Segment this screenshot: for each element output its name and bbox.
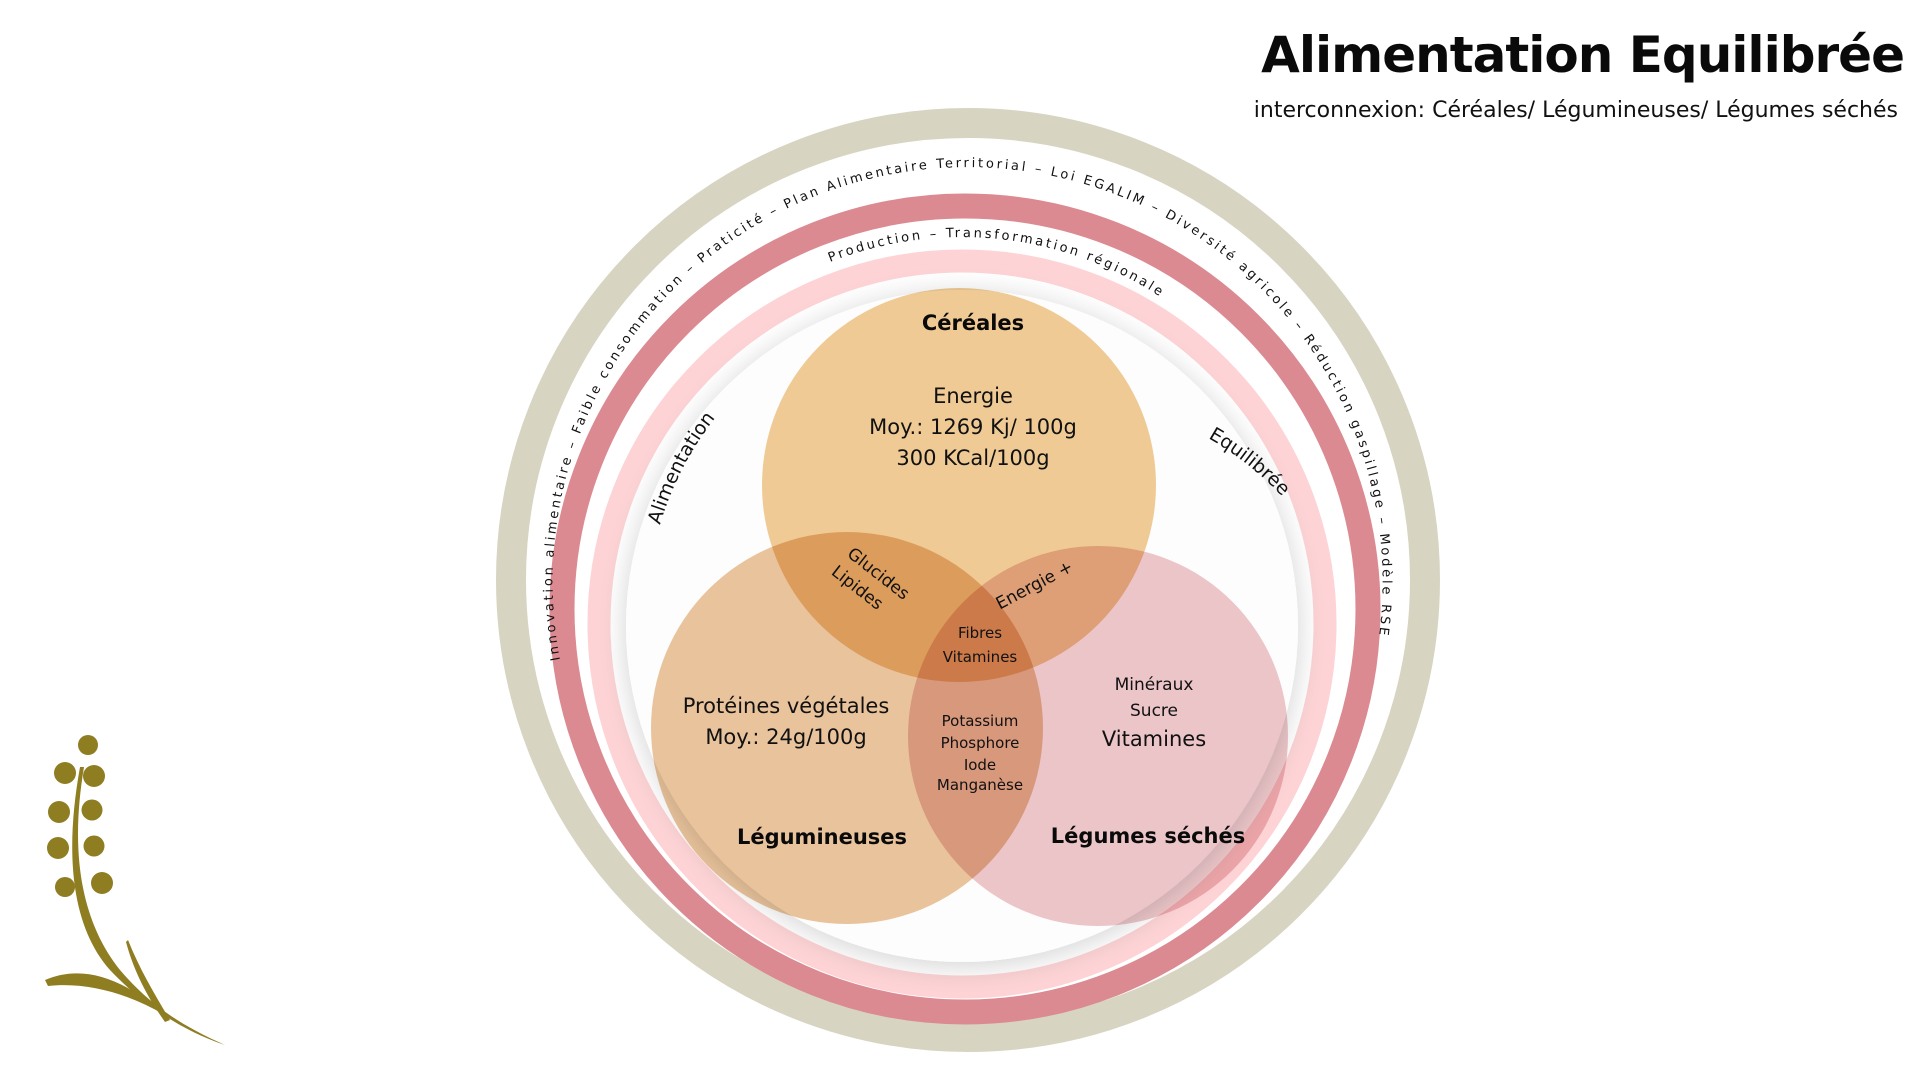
- legumineuses-line-1: Protéines végétales: [683, 694, 890, 718]
- legumineuses-line-2: Moy.: 24g/100g: [705, 725, 866, 749]
- sprig-icon: [45, 735, 225, 1045]
- legumes-seches-line-1: Minéraux: [1115, 675, 1194, 695]
- intersection-ls-line-1: Potassium: [942, 712, 1019, 730]
- sprig-illustration: [45, 735, 225, 1045]
- legumes-seches-title: Légumes séchés: [1051, 824, 1245, 848]
- legumes-seches-line-2: Sucre: [1130, 701, 1178, 721]
- page-title: Alimentation Equilibrée: [1261, 26, 1905, 84]
- page-subtitle: interconnexion: Céréales/ Légumineuses/ …: [1253, 98, 1898, 123]
- cereales-title: Céréales: [922, 311, 1024, 335]
- cereales-line-3: 300 KCal/100g: [896, 446, 1049, 470]
- middle-ring: [549, 193, 1381, 1025]
- intersection-ls-line-4: Manganèse: [937, 776, 1023, 794]
- intersection-ls-line-3: Iode: [964, 756, 996, 774]
- center-line-1: Fibres: [958, 624, 1002, 642]
- inner-ring: [587, 249, 1337, 999]
- legumes-seches-line-3: Vitamines: [1102, 727, 1206, 751]
- outer-ring: [496, 108, 1440, 1052]
- intersection-ls-line-2: Phosphore: [941, 734, 1020, 752]
- cereales-line-2: Moy.: 1269 Kj/ 100g: [869, 415, 1077, 439]
- legumineuses-title: Légumineuses: [737, 825, 907, 849]
- venn-circle-legumes-seches: [908, 546, 1288, 926]
- cereales-line-1: Energie: [933, 384, 1013, 408]
- center-line-2: Vitamines: [943, 648, 1018, 666]
